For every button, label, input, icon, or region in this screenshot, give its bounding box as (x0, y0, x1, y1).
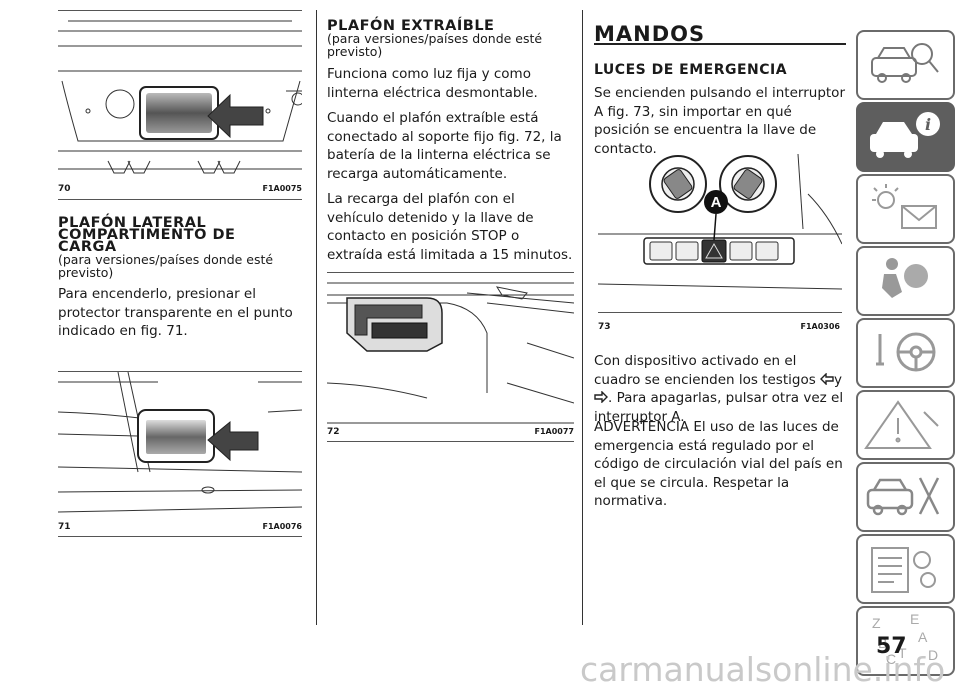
tab-airbag-seat[interactable] (856, 246, 955, 316)
column-divider-2 (582, 10, 583, 625)
section-lateral-note: (para versiones/países donde esté previs… (58, 252, 274, 280)
figure-73-number: 73 (598, 322, 611, 332)
figure-72-code: F1A0077 (534, 427, 575, 436)
figure-71-code: F1A0076 (262, 522, 303, 531)
figure-70-number: 70 (58, 184, 71, 194)
airbag-seat-icon (882, 258, 928, 298)
emergency-p3: ADVERTENCIA El uso de las luces de emerg… (594, 419, 843, 509)
svg-text:C: C (886, 651, 896, 667)
technical-data-icon (871, 547, 936, 593)
tab-maintenance[interactable] (856, 462, 955, 532)
figure-70-illustration (58, 20, 302, 174)
figure-73-label-a: A (711, 194, 722, 211)
tab-safety-lights[interactable] (856, 174, 955, 244)
figure-73-code: F1A0306 (800, 322, 841, 331)
section-heading: MANDOS (594, 22, 706, 46)
section-extraible-title: PLAFÓN EXTRAÍBLE (327, 18, 495, 34)
emergency-p2: Con dispositivo activado en el cuadro se… (594, 352, 846, 426)
heading-underline (594, 43, 846, 45)
section-lateral-body: Para encenderlo, presionar el protector … (58, 286, 293, 339)
turn-left-indicator-icon (820, 371, 834, 386)
figure-73: A (598, 154, 842, 313)
figure-71 (58, 371, 302, 537)
tab-technical-data[interactable] (856, 534, 955, 604)
svg-text:T: T (898, 645, 907, 661)
section-extraible: PLAFÓN EXTRAÍBLE (para versiones/países … (327, 18, 574, 264)
figure-72 (327, 272, 574, 442)
section-lateral-title-3: CARGA (58, 239, 117, 255)
section-lateral-title-2: COMPARTIMENTO DE (58, 227, 236, 243)
figure-73-illustration: A (598, 154, 842, 290)
section-lateral: PLAFÓN LATERAL COMPARTIMENTO DE CARGA (p… (58, 215, 302, 341)
section-subheading: LUCES DE EMERGENCIA (594, 62, 788, 78)
starting-driving-icon (876, 332, 936, 372)
svg-text:E: E (910, 611, 919, 627)
section-extraible-note: (para versiones/países donde esté previs… (327, 31, 543, 59)
index-icon: Z EA BTC D (872, 611, 938, 667)
svg-text:D: D (928, 647, 938, 663)
emergency-p2-b: . Para apagarlas, pulsar otra vez el int… (594, 390, 844, 425)
emergency-p2-y: y (834, 371, 843, 388)
svg-text:B: B (878, 635, 887, 651)
section-extraible-p1: Funciona como luz fija y como linterna e… (327, 66, 538, 101)
tab-starting-driving[interactable] (856, 318, 955, 388)
dashboard-info-icon: i (870, 112, 940, 158)
tab-dashboard-info[interactable]: i (856, 102, 955, 172)
figure-72-illustration (327, 282, 574, 424)
svg-text:A: A (918, 629, 928, 645)
emergency-p1: Se encienden pulsando el interruptor A f… (594, 85, 845, 157)
column-divider-1 (316, 10, 317, 625)
page-number: 57 (876, 634, 907, 659)
tab-car-knowledge[interactable] (856, 30, 955, 100)
watermark: carmanualsonline.info (580, 650, 946, 689)
safety-lights-icon (872, 184, 937, 229)
svg-text:Z: Z (872, 615, 881, 631)
figure-71-number: 71 (58, 522, 71, 532)
maintenance-icon (866, 477, 940, 516)
turn-right-indicator-icon (594, 390, 608, 404)
section-extraible-p3: La recarga del plafón con el vehículo de… (327, 191, 573, 263)
car-knowledge-icon (871, 43, 939, 83)
figure-71-illustration (58, 372, 302, 513)
section-extraible-p2: Cuando el plafón extraíble está conectad… (327, 110, 562, 182)
figure-70 (58, 10, 302, 200)
figure-70-code: F1A0075 (262, 184, 303, 193)
svg-text:i: i (925, 115, 931, 134)
figure-72-number: 72 (327, 427, 340, 437)
emergency-icon (864, 400, 939, 449)
emergency-p2-a: Con dispositivo activado en el cuadro se… (594, 353, 816, 388)
section-lateral-title-1: PLAFÓN LATERAL (58, 215, 207, 231)
tab-emergency[interactable] (856, 390, 955, 460)
